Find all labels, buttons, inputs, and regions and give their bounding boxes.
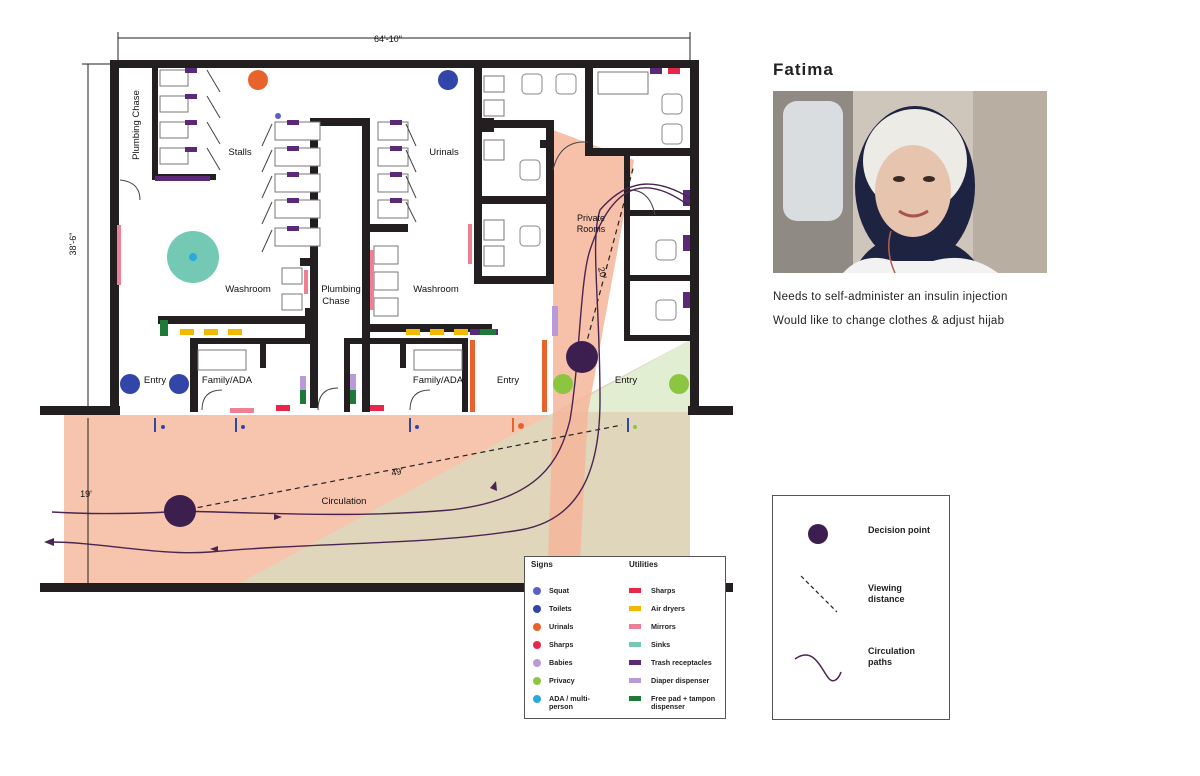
sign-legend-label: Sharps bbox=[549, 640, 574, 649]
room-private-rooms-2: Rooms bbox=[577, 224, 606, 234]
utility-legend-label: Air dryers bbox=[651, 604, 685, 613]
viewing-distance-icon bbox=[800, 575, 838, 613]
viewing-distance-lines bbox=[179, 164, 635, 512]
utility-legend-label: Diaper dispenser bbox=[651, 676, 710, 685]
utility-legend-swatch bbox=[629, 660, 641, 665]
decision-point bbox=[164, 495, 196, 527]
persona-need-2: Would like to change clothes & adjust hi… bbox=[773, 315, 1005, 327]
floor-plan: 64'-10" 38'-6" 19' 49' 20' Plumbing Chas… bbox=[40, 32, 733, 592]
armchairs bbox=[519, 73, 683, 321]
path-arrows bbox=[44, 481, 497, 552]
sign-legend-label: Urinals bbox=[549, 622, 574, 631]
utility-legend-label: Trash receptacles bbox=[651, 658, 712, 667]
room-family-ada-2: Family/ADA bbox=[413, 375, 464, 386]
decision-point bbox=[566, 341, 598, 373]
room-entry-2: Entry bbox=[497, 375, 519, 386]
utility-legend-swatch bbox=[629, 588, 641, 593]
sign-legend-label: Squat bbox=[549, 586, 569, 595]
sign-legend-dot bbox=[533, 659, 541, 667]
dim-view-short: 20' bbox=[596, 266, 609, 280]
room-stalls: Stalls bbox=[228, 147, 251, 158]
dim-width: 64'-10" bbox=[374, 34, 402, 44]
room-plumbing-chase-left: Plumbing Chase bbox=[131, 90, 142, 160]
utilities bbox=[117, 68, 680, 413]
room-entry-1: Entry bbox=[144, 375, 166, 386]
sign-markers bbox=[120, 70, 689, 432]
sign-legend-dot bbox=[533, 695, 541, 703]
marker-legend-symbols bbox=[794, 524, 842, 682]
room-circulation: Circulation bbox=[322, 496, 367, 507]
room-washroom-left: Washroom bbox=[225, 284, 271, 295]
room-washroom-right: Washroom bbox=[413, 284, 459, 295]
marker-legend: Decision point Viewing distance Circulat… bbox=[772, 495, 950, 720]
utility-legend-label: Sharps bbox=[651, 586, 676, 595]
room-plumbing-chase-center-2: Chase bbox=[322, 296, 349, 307]
dimension-lines bbox=[82, 32, 691, 583]
utility-legend-swatch bbox=[629, 606, 641, 611]
circulation-path-icon bbox=[794, 654, 842, 682]
view-cone-green-top bbox=[560, 340, 690, 412]
stall-doors bbox=[119, 69, 656, 411]
utility-legend-swatch bbox=[629, 678, 641, 683]
viewing-distance-label: Viewing distance bbox=[868, 583, 905, 604]
decision-point-label: Decision point bbox=[868, 525, 931, 535]
room-entry-3: Entry bbox=[615, 375, 637, 386]
sign-legend-label: Babies bbox=[549, 658, 573, 667]
persona-name: Fatima bbox=[773, 60, 834, 79]
utility-legend-label: Sinks bbox=[651, 640, 671, 649]
utilities-legend-title: Utilities bbox=[629, 560, 658, 569]
room-family-ada-1: Family/ADA bbox=[202, 375, 253, 386]
utility-legend-swatch bbox=[629, 696, 641, 701]
persona-photo bbox=[773, 91, 1047, 273]
sign-legend-label: ADA / multi-person bbox=[549, 694, 590, 711]
utility-legend-swatch bbox=[629, 624, 641, 629]
dim-view-long: 49' bbox=[390, 466, 404, 478]
sign-legend-dot bbox=[533, 605, 541, 613]
sign-legend-label: Toilets bbox=[549, 604, 572, 613]
room-urinals: Urinals bbox=[429, 147, 459, 158]
utility-legend-label: Mirrors bbox=[651, 622, 676, 631]
room-private-rooms: Private bbox=[577, 213, 605, 223]
left-stalls bbox=[159, 69, 409, 247]
signs-legend-title: Signs bbox=[531, 560, 553, 569]
persona-need-1: Needs to self-administer an insulin inje… bbox=[773, 291, 1008, 303]
dim-height: 38'-6" bbox=[68, 233, 78, 256]
utility-legend-label: Free pad + tampon dispenser bbox=[651, 694, 716, 711]
sign-legend-dot bbox=[533, 623, 541, 631]
utility-legend-swatch bbox=[629, 642, 641, 647]
circulation-paths-label: Circulation paths bbox=[868, 646, 916, 667]
sign-legend-dot bbox=[533, 587, 541, 595]
decision-point-icon bbox=[808, 524, 828, 544]
sign-legend-dot bbox=[533, 677, 541, 685]
sign-legend-dot bbox=[533, 641, 541, 649]
sign-legend-label: Privacy bbox=[549, 676, 575, 685]
sinks bbox=[197, 71, 649, 371]
room-plumbing-chase-center: Plumbing bbox=[321, 284, 361, 295]
dim-circulation: 19' bbox=[80, 489, 92, 499]
